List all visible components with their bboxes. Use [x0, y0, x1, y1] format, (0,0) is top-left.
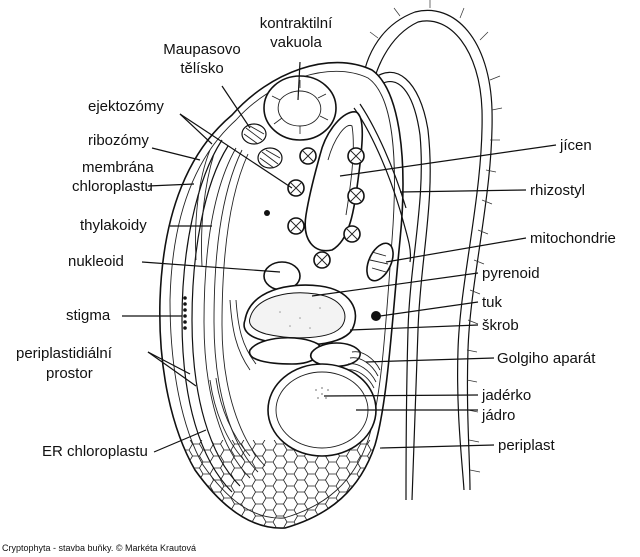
label-thylakoidy: thylakoidy	[80, 217, 147, 234]
label-stigma: stigma	[66, 307, 111, 324]
label-vakuola: vakuola	[270, 34, 322, 51]
label-ejektozomy: ejektozómy	[88, 98, 164, 115]
label-periplastidialni: periplastidiální	[16, 345, 113, 362]
label-jaderko: jadérko	[481, 387, 531, 404]
caption: Cryptophyta - stavba buňky. © Markéta Kr…	[2, 543, 196, 553]
label-tuk: tuk	[482, 294, 503, 311]
label-maupasovo: Maupasovo	[163, 41, 241, 58]
label-pyrenoid: pyrenoid	[482, 265, 540, 282]
label-golgiho: Golgiho aparát	[497, 350, 596, 367]
label-periplast: periplast	[498, 437, 556, 454]
label-rhizostyl: rhizostyl	[530, 182, 585, 199]
label-er-chloroplastu: ER chloroplastu	[42, 443, 148, 460]
label-skrob: škrob	[482, 317, 519, 334]
label-kontraktilni: kontraktilní	[260, 15, 333, 32]
label-ribozomy: ribozómy	[88, 132, 149, 149]
label-chloroplastu: chloroplastu	[72, 178, 153, 195]
lipid-droplet	[371, 311, 381, 321]
label-telisko: tělísko	[180, 60, 223, 77]
label-membrana: membrána	[82, 159, 154, 176]
label-prostor: prostor	[46, 365, 93, 382]
label-jicen: jícen	[559, 137, 592, 154]
periplast-plates	[160, 440, 410, 535]
contractile-vacuole	[264, 76, 336, 140]
label-nukleoid: nukleoid	[68, 253, 124, 270]
lipid-droplet-small	[264, 210, 270, 216]
label-jadro: jádro	[481, 407, 515, 424]
label-mitochondrie: mitochondrie	[530, 230, 616, 247]
